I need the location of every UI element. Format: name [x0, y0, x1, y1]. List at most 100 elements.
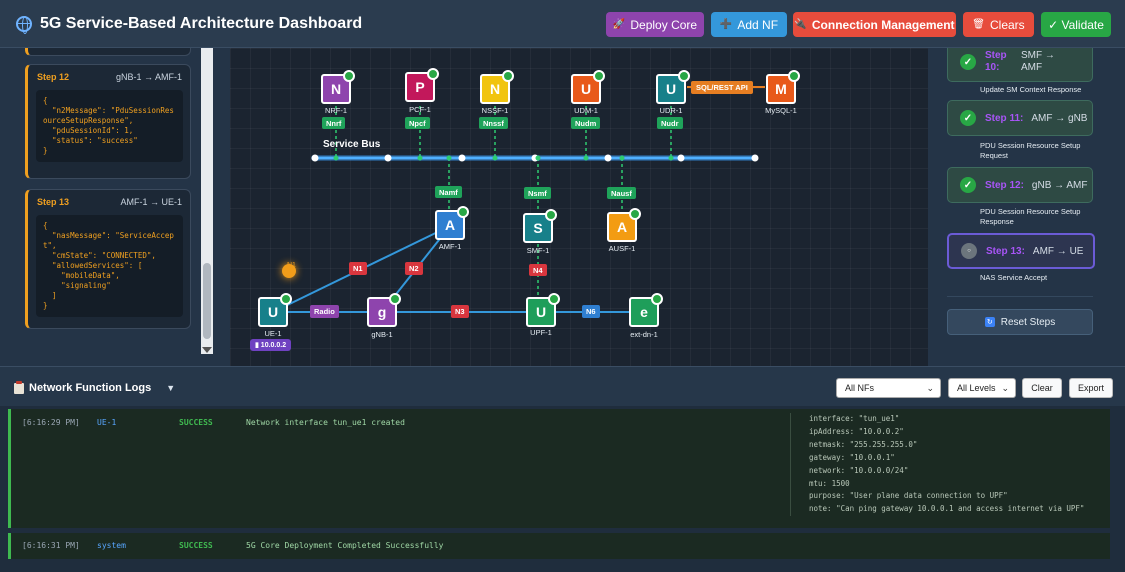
iface-nnrf[interactable]: Nnrf: [322, 117, 346, 129]
clear-logs-button[interactable]: Clear: [1022, 378, 1062, 398]
connection-management-button[interactable]: 🔌Connection Management: [793, 12, 956, 37]
iface-npcf[interactable]: Npcf: [405, 117, 430, 129]
status-online-icon: [427, 68, 439, 80]
nf-nrf[interactable]: N: [321, 70, 355, 104]
nf-label-ext-dn: ext-dn-1: [630, 330, 658, 339]
clipboard-icon: [14, 380, 24, 394]
link-radio[interactable]: Radio: [310, 305, 339, 318]
log-message: Network interface tun_ue1 created: [246, 418, 405, 427]
log-level: SUCCESS: [179, 418, 213, 427]
iface-nsmf[interactable]: Nsmf: [524, 187, 551, 199]
step-item-12[interactable]: ✓ Step 12: gNB → AMF: [947, 167, 1093, 203]
topology-links-layer: [272, 86, 765, 313]
link-n2[interactable]: N2: [405, 262, 423, 275]
nf-label-amf: AMF-1: [438, 242, 462, 251]
nf-gnb[interactable]: g: [367, 293, 401, 327]
sql-rest-api-link[interactable]: SQL/REST API: [691, 81, 753, 94]
iface-namf[interactable]: Namf: [435, 186, 462, 198]
log-entry[interactable]: [6:16:29 PM] UE-1 SUCCESS Network interf…: [8, 409, 1110, 528]
nf-smf[interactable]: S: [523, 209, 557, 243]
log-level: SUCCESS: [179, 541, 213, 550]
link-n3[interactable]: N3: [451, 305, 469, 318]
nf-label-udm: UDM-1: [574, 106, 598, 115]
chevron-down-icon: ⌄: [926, 383, 934, 393]
iface-nudm[interactable]: Nudm: [571, 117, 601, 129]
step-item-11[interactable]: ✓ Step 11: AMF → gNB: [947, 100, 1093, 136]
iface-nausf[interactable]: Nausf: [607, 187, 636, 199]
step-desc-10: Update SM Context Response: [980, 85, 1082, 94]
nf-label-ausf: AUSF-1: [608, 244, 636, 253]
check-icon: ✓: [960, 110, 976, 126]
nf-amf[interactable]: A: [435, 206, 469, 240]
iface-nnssf[interactable]: Nnssf: [479, 117, 508, 129]
log-entry[interactable]: [6:16:31 PM] system SUCCESS 5G Core Depl…: [8, 533, 1110, 559]
status-online-icon: [389, 293, 401, 305]
nf-ue[interactable]: U: [258, 293, 292, 327]
nf-udr[interactable]: U: [656, 70, 690, 104]
link-n4[interactable]: N4: [529, 264, 547, 276]
nf-label-pcf: PCF-1: [409, 105, 431, 114]
plus-icon: ➕: [719, 19, 733, 30]
step-item-13-active[interactable]: ○ Step 13: AMF → UE: [947, 233, 1095, 269]
nf-filter-select[interactable]: All NFs⌄: [836, 378, 941, 398]
check-icon: ✓: [960, 177, 976, 193]
link-n6[interactable]: N6: [582, 305, 600, 318]
timeline-step: Step 12: [37, 72, 70, 82]
step-item-10[interactable]: ✓ Step 10: SMF → AMF: [947, 48, 1093, 82]
nf-mysql[interactable]: M: [766, 70, 800, 104]
nf-upf[interactable]: U: [526, 293, 560, 327]
scrollbar-thumb[interactable]: [203, 263, 211, 339]
divider: [947, 296, 1093, 297]
log-source: system: [97, 541, 126, 550]
status-online-icon: [280, 293, 292, 305]
link-n1[interactable]: N1: [349, 262, 367, 275]
export-logs-button[interactable]: Export: [1069, 378, 1113, 398]
log-time: [6:16:29 PM]: [22, 418, 80, 427]
status-online-icon: [788, 70, 800, 82]
status-online-icon: [678, 70, 690, 82]
nf-label-udr: UDR-1: [659, 106, 683, 115]
log-details: interface: "tun_ue1" ipAddress: "10.0.0.…: [790, 413, 1100, 517]
nf-nssf[interactable]: N: [480, 70, 514, 104]
step-desc-13: NAS Service Accept: [980, 273, 1048, 282]
n1-message-token-icon: [282, 264, 296, 278]
nf-label-upf: UPF-1: [530, 328, 552, 337]
trash-icon: 🗑: [972, 19, 985, 30]
add-nf-button[interactable]: ➕Add NF: [711, 12, 787, 37]
nf-ext-dn[interactable]: e: [629, 293, 663, 327]
collapse-caret-icon[interactable]: ▼: [166, 383, 176, 393]
timeline-scrollbar[interactable]: [201, 48, 213, 354]
logs-header: Network Function Logs ▼ All NFs⌄ All Lev…: [0, 366, 1125, 406]
panel-divider: [216, 48, 230, 366]
nf-pcf[interactable]: P: [405, 68, 439, 102]
globe-icon: [16, 15, 32, 34]
topology-canvas[interactable]: Service Bus N NRF-1 Nnrf P PCF-1 Npcf N …: [230, 48, 928, 366]
status-online-icon: [651, 293, 663, 305]
nf-label-mysql: MySQL-1: [765, 106, 797, 115]
scroll-down-arrow-icon[interactable]: [202, 347, 212, 353]
iface-nudr[interactable]: Nudr: [657, 117, 683, 129]
nf-ausf[interactable]: A: [607, 208, 641, 242]
status-online-icon: [593, 70, 605, 82]
logs-title[interactable]: Network Function Logs ▼: [14, 380, 176, 394]
timeline-payload: { "nasMessage": "ServiceAccept", "cmStat…: [36, 215, 183, 317]
check-icon: ✓: [960, 54, 976, 70]
refresh-icon: ↻: [984, 317, 995, 327]
timeline-route: gNB-1 → AMF-1: [115, 72, 182, 82]
nf-udm[interactable]: U: [571, 70, 605, 104]
status-online-icon: [548, 293, 560, 305]
validate-button[interactable]: ✓ Validate: [1041, 12, 1111, 37]
deploy-core-button[interactable]: 🚀Deploy Core: [606, 12, 704, 37]
status-online-icon: [343, 70, 355, 82]
level-filter-select[interactable]: All Levels⌄: [948, 378, 1016, 398]
step-desc-11: PDU Session Resource Setup Request: [980, 141, 1081, 160]
ue-ip-badge: ▮ 10.0.0.2: [250, 339, 292, 351]
n1-message-token-label: N1: [287, 262, 296, 269]
clears-button[interactable]: 🗑Clears: [963, 12, 1034, 37]
status-online-icon: [545, 209, 557, 221]
reset-steps-button[interactable]: ↻Reset Steps: [947, 309, 1093, 335]
